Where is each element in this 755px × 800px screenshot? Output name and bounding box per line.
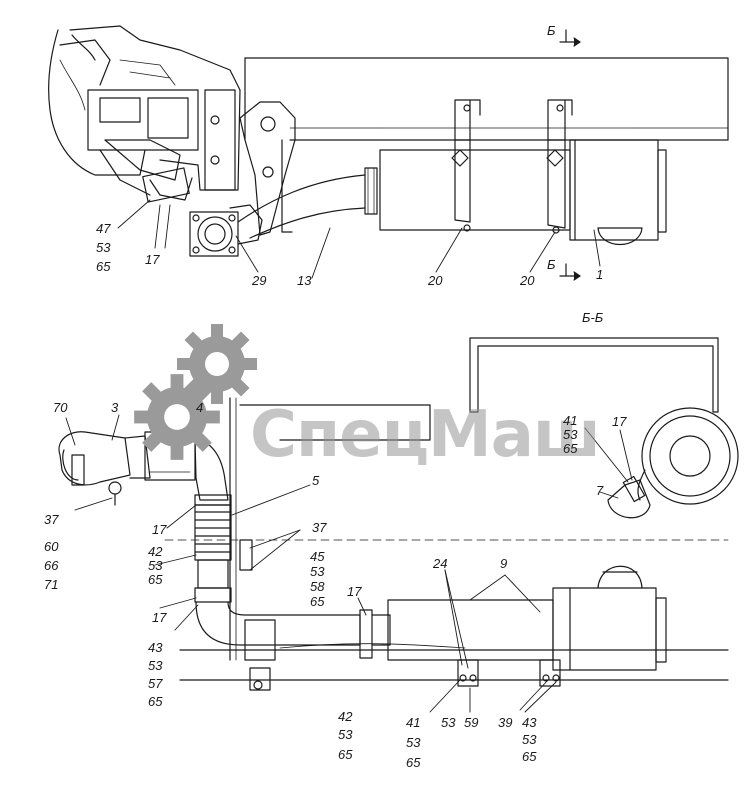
- callout-24: 24: [433, 556, 448, 571]
- callout-53: 53: [148, 658, 163, 673]
- callout-4: 4: [196, 400, 204, 415]
- callout-37: 37: [312, 520, 327, 535]
- callout-65: 65: [148, 694, 163, 709]
- callout-58: 58: [310, 579, 325, 594]
- callout-53: 53: [338, 727, 353, 742]
- callout-65: 65: [338, 747, 353, 762]
- bottom-view: [58, 397, 729, 713]
- section-mark-bottom: Б: [547, 257, 556, 272]
- callout-53: 53: [563, 427, 578, 442]
- callout-65: 65: [406, 755, 421, 770]
- callout-45: 45: [310, 549, 325, 564]
- gear-icon: [177, 324, 257, 404]
- callout-70: 70: [53, 400, 68, 415]
- callout-1: 1: [596, 267, 604, 282]
- callout-37: 37: [44, 512, 59, 527]
- callout-59: 59: [464, 715, 479, 730]
- callout-39: 39: [498, 715, 513, 730]
- callout-65: 65: [563, 441, 578, 456]
- callout-53: 53: [406, 735, 421, 750]
- callout-47: 47: [96, 221, 111, 236]
- callout-29: 29: [252, 273, 267, 288]
- callout-5: 5: [312, 473, 320, 488]
- callout-53: 53: [148, 558, 163, 573]
- callout-17: 17: [145, 252, 160, 267]
- callout-57: 57: [148, 676, 163, 691]
- exhaust-pipe-13: [237, 174, 366, 223]
- muffler-top: [379, 99, 667, 246]
- callout-42: 42: [338, 709, 353, 724]
- section-view: [469, 337, 739, 519]
- callout-17: 17: [347, 584, 362, 599]
- callout-17: 17: [152, 522, 167, 537]
- section-mark-top: Б: [547, 23, 556, 38]
- callout-41: 41: [406, 715, 421, 730]
- bellows-5: [194, 494, 361, 646]
- gear-icon: [134, 374, 220, 460]
- callout-53: 53: [441, 715, 456, 730]
- callout-65: 65: [96, 259, 111, 274]
- callout-53: 53: [310, 564, 325, 579]
- section-title: Б-Б: [582, 310, 604, 325]
- callout-3: 3: [111, 400, 119, 415]
- callout-66: 66: [44, 558, 59, 573]
- callout-71: 71: [44, 577, 59, 592]
- callout-65: 65: [522, 749, 537, 764]
- callout-41: 41: [563, 413, 578, 428]
- muffler-bottom: [387, 565, 667, 687]
- engine-block: [48, 25, 241, 203]
- callout-9: 9: [500, 556, 508, 571]
- top-view: [48, 25, 729, 281]
- callout-65: 65: [148, 572, 163, 587]
- callout-20: 20: [428, 273, 443, 288]
- callout-7: 7: [596, 483, 604, 498]
- support-bracket: [239, 101, 296, 236]
- callout-20: 20: [520, 273, 535, 288]
- watermark-text: СпецМаш: [250, 398, 601, 472]
- elbow-assembly: [58, 431, 229, 506]
- callout-43: 43: [148, 640, 163, 655]
- bracket-plate: [189, 204, 263, 257]
- callout-17: 17: [612, 414, 627, 429]
- callout-53: 53: [522, 732, 537, 747]
- callout-42: 42: [148, 544, 163, 559]
- callout-65: 65: [310, 594, 325, 609]
- callout-53: 53: [96, 240, 111, 255]
- callout-13: 13: [297, 273, 312, 288]
- callout-43: 43: [522, 715, 537, 730]
- callout-60: 60: [44, 539, 59, 554]
- callout-17: 17: [152, 610, 167, 625]
